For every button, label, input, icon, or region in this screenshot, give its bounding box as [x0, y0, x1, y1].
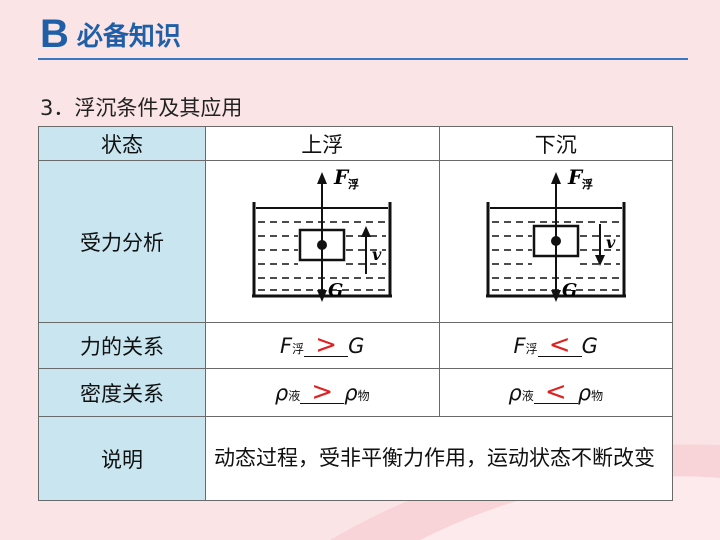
- label-g-up: G: [328, 280, 343, 301]
- table-row-header: 状态 上浮 下沉: [38, 126, 673, 161]
- table-row-explanation: 说明 动态过程，受非平衡力作用，运动状态不断改变: [38, 416, 673, 501]
- label-f-up: F: [333, 165, 350, 189]
- header-underline: [38, 58, 688, 60]
- sign-greater-density: >: [300, 379, 345, 405]
- row-label-density-relation: 密度关系: [38, 368, 206, 417]
- formula-density-up: ρ液>ρ物: [274, 376, 370, 407]
- formula-force-down: F浮<G: [513, 329, 598, 360]
- sign-greater: >: [304, 332, 349, 358]
- sinking-diagram: F 浮 v G: [485, 165, 626, 302]
- label-f-sub-up: 浮: [348, 177, 359, 191]
- formula-density-down: ρ液<ρ物: [508, 376, 604, 407]
- row-label-explanation: 说明: [38, 416, 206, 501]
- formula-force-up: F浮>G: [280, 329, 365, 360]
- table-row-density-relation: 密度关系 ρ液>ρ物 ρ液<ρ物: [38, 368, 673, 417]
- header-title: 必备知识: [76, 22, 181, 52]
- label-v-up: v: [372, 245, 382, 264]
- label-g-down: G: [562, 280, 577, 301]
- sign-less: <: [537, 332, 582, 358]
- label-f-sub-down: 浮: [582, 177, 593, 191]
- sign-less-density: <: [533, 379, 578, 405]
- section-title: 3．浮沉条件及其应用: [40, 96, 243, 120]
- row-label-force-relation: 力的关系: [38, 322, 206, 369]
- header-letter: B: [40, 12, 69, 56]
- sink-float-table: 状态 上浮 下沉 受力分析: [38, 126, 673, 501]
- force-relation-up: F浮>G: [205, 322, 440, 369]
- table-row-force-analysis: 受力分析: [38, 160, 673, 323]
- row-label-force-analysis: 受力分析: [38, 160, 206, 323]
- label-f-down: F: [567, 165, 584, 189]
- col-header-up: 上浮: [205, 126, 440, 161]
- table-row-force-relation: 力的关系 F浮>G F浮<G: [38, 322, 673, 369]
- rising-diagram: F 浮 v G: [252, 165, 393, 302]
- explanation-text: 动态过程，受非平衡力作用，运动状态不断改变: [205, 416, 673, 501]
- force-relation-down: F浮<G: [438, 322, 673, 369]
- diagram-cell-up: F 浮 v G: [205, 160, 440, 323]
- header: B 必备知识: [40, 14, 181, 54]
- density-relation-up: ρ液>ρ物: [205, 368, 440, 417]
- diagram-cell-down: F 浮 v G: [438, 160, 673, 323]
- label-v-down: v: [606, 233, 616, 252]
- col-header-state: 状态: [38, 126, 206, 161]
- density-relation-down: ρ液<ρ物: [438, 368, 673, 417]
- col-header-down: 下沉: [438, 126, 673, 161]
